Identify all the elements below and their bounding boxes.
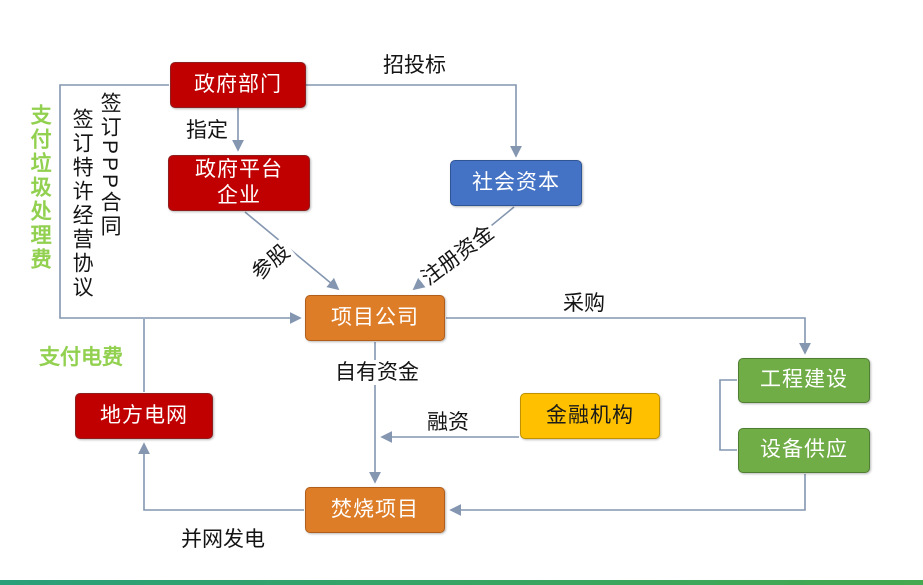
label-pay-electricity-fee: 支付电费 bbox=[39, 346, 123, 369]
label-grid-connected-generation: 并网发电 bbox=[178, 527, 268, 553]
edge-procurement bbox=[446, 317, 811, 355]
label-designate: 指定 bbox=[183, 118, 231, 144]
node-financial-institution: 金融机构 bbox=[520, 393, 660, 439]
label-bidding: 招投标 bbox=[380, 53, 449, 79]
edge-group-bracket bbox=[719, 379, 737, 451]
edge-waste-fee bbox=[59, 84, 302, 324]
label-pay-waste-disposal-fee: 支付垃圾处理费 bbox=[28, 104, 52, 272]
node-government-platform-enterprise: 政府平台 企业 bbox=[168, 155, 310, 211]
node-engineering-construction: 工程建设 bbox=[738, 358, 870, 403]
node-incineration-project: 焚烧项目 bbox=[305, 487, 445, 533]
edge-supply-to-incineration bbox=[449, 474, 806, 516]
edge-bidding bbox=[306, 84, 522, 158]
node-project-company: 项目公司 bbox=[305, 295, 445, 341]
node-government-department: 政府部门 bbox=[170, 62, 306, 108]
node-local-power-grid: 地方电网 bbox=[75, 393, 213, 439]
node-equipment-supply: 设备供应 bbox=[738, 428, 870, 473]
edge-grid-connection bbox=[138, 442, 304, 511]
label-sign-franchise-agreement: 签订特许经营协议 bbox=[70, 108, 94, 300]
label-procurement: 采购 bbox=[560, 291, 608, 317]
node-social-capital: 社会资本 bbox=[450, 160, 582, 206]
label-sign-ppp-contract: 签订PPP合同 bbox=[98, 92, 122, 240]
label-financing: 融资 bbox=[424, 410, 472, 436]
bottom-accent-bar bbox=[0, 580, 923, 585]
label-own-funds: 自有资金 bbox=[332, 360, 422, 386]
